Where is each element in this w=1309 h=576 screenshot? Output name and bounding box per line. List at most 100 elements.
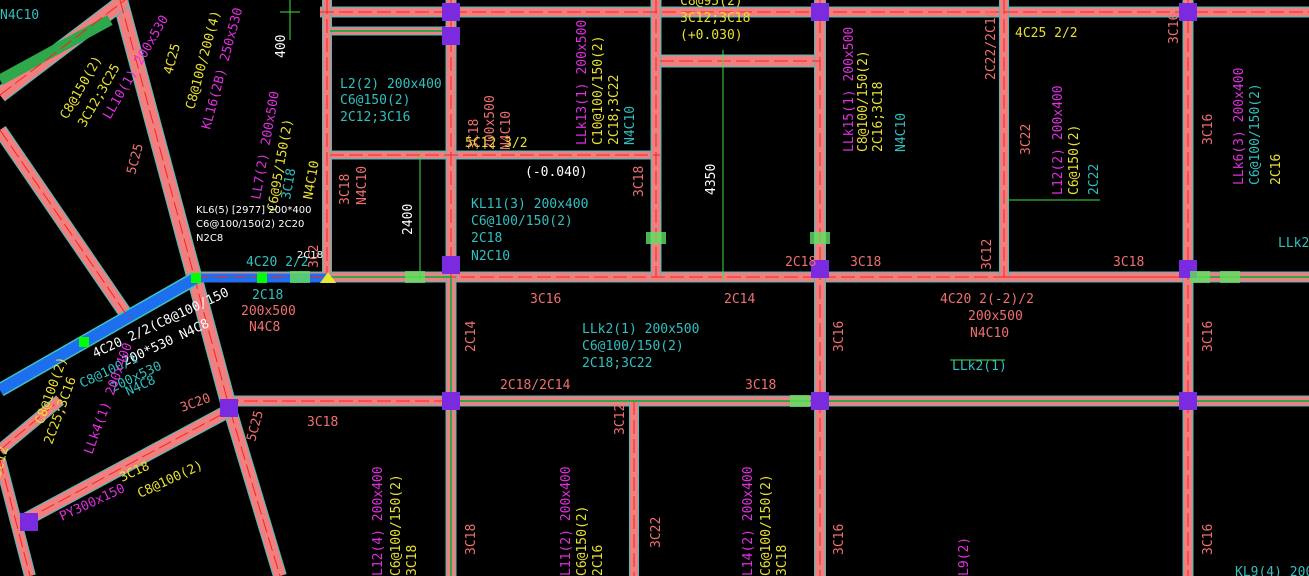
beam-diag5-axis <box>0 459 31 576</box>
label-t58: 4C20 2/2 <box>246 255 309 270</box>
wall-hatch-4 <box>290 271 310 283</box>
label-t59: 3C2 <box>307 245 322 268</box>
info-line-torsion: N2C8 <box>196 233 224 244</box>
beam-green-diag <box>0 15 113 85</box>
label-t33: C6@100/150(2) <box>1248 83 1263 185</box>
label-t6: L2(2) 200x400 <box>340 77 442 92</box>
dimension-layer <box>280 0 1100 361</box>
label-t69: LLk2(1) 200x500 <box>582 322 699 337</box>
label-t44: 3C18 <box>338 174 353 205</box>
label-t86: 5C25 <box>244 409 267 443</box>
label-t67: N4C10 <box>970 326 1009 341</box>
column-10 <box>220 399 238 417</box>
beam-diag3-axis <box>0 129 131 321</box>
wall-hatch-3 <box>405 271 425 283</box>
label-t54: 2C18 <box>785 255 816 270</box>
label-t43: N4C10 <box>301 160 323 201</box>
column-0 <box>442 3 460 21</box>
column-4 <box>1179 3 1197 21</box>
label-t87: 3C18 <box>307 415 338 430</box>
label-t23: N4C10 <box>894 113 909 152</box>
label-t22: 2C16;3C18 <box>871 82 886 152</box>
label-t42: 3C18 <box>279 167 299 200</box>
label-t8: 2C12;3C16 <box>340 110 410 125</box>
label-t35: LLk2 <box>1278 236 1309 251</box>
label-t5: 400 <box>274 35 289 58</box>
label-t73: LLk2(1) <box>952 359 1007 374</box>
wall-hatch-6 <box>1220 271 1240 283</box>
label-t53: 4350 <box>704 164 719 195</box>
label-t103: C6@100/150(2) <box>759 474 774 576</box>
label-t90: 3C22 <box>649 517 664 548</box>
label-t4: 4C25 <box>161 42 184 76</box>
label-t71: 2C18;3C22 <box>582 356 652 371</box>
beam-diag1-axis <box>119 0 231 411</box>
label-t25: 4C25 2/2 <box>1015 26 1078 41</box>
label-t97: C6@100/150(2) <box>389 474 404 576</box>
label-t56: 3C12 <box>980 239 995 270</box>
label-t30: 2C22 <box>1087 164 1102 195</box>
label-t7: C6@150(2) <box>340 93 410 108</box>
column-1 <box>442 27 460 45</box>
grip-point-0 <box>191 273 201 283</box>
label-t99: L11(2) 200x400 <box>559 466 574 576</box>
beam-diag2-axis <box>0 0 126 96</box>
label-t45: N4C10 <box>355 166 370 205</box>
column-9 <box>1179 392 1197 410</box>
label-t102: L14(2) 200x400 <box>741 466 756 576</box>
info-line-stirrup: C6@100/150(2) 2C20 <box>196 219 305 230</box>
grip-point-1 <box>257 273 267 283</box>
label-t28: L12(2) 200x400 <box>1051 85 1066 195</box>
label-t72: 3C16 <box>832 321 847 352</box>
grip-triangle <box>320 272 336 283</box>
label-t12: 5C12 3/2 <box>465 136 528 151</box>
label-t75: 2C18/2C14 <box>500 378 571 393</box>
label-t82: LLk4(1) 200x400 <box>82 341 136 456</box>
label-t26: 3C16 <box>1167 13 1182 44</box>
label-t104: 3C18 <box>775 545 790 576</box>
label-t17: C8@95(2) <box>680 0 743 9</box>
label-t96: L12(4) 200x400 <box>371 466 386 576</box>
label-t55: 3C18 <box>850 255 881 270</box>
column-11 <box>20 513 38 531</box>
label-t34: 2C16 <box>1269 154 1284 185</box>
label-t63: 3C16 <box>530 292 561 307</box>
label-t21: C8@100/150(2) <box>856 50 871 152</box>
label-t52: 3C18 <box>632 166 647 197</box>
beam-diag6-axis <box>24 409 231 521</box>
label-t39: 5C25 <box>124 142 147 176</box>
wall-hatch-0 <box>646 232 666 244</box>
label-t31: 3C16 <box>1201 114 1216 145</box>
label-t19: (+0.030) <box>680 28 743 43</box>
label-t98: 3C18 <box>405 545 420 576</box>
label-t46: 2400 <box>401 204 416 235</box>
label-t89: 3C18 <box>464 524 479 555</box>
label-t9: 3C18 <box>467 119 482 150</box>
beam-diag7-axis <box>0 399 61 451</box>
label-t106: KL9(4) 200x <box>1235 565 1309 576</box>
label-t76: 3C18 <box>745 378 776 393</box>
label-t70: C6@100/150(2) <box>582 339 684 354</box>
label-t66: 200x500 <box>968 309 1023 324</box>
label-t29: C6@150(2) <box>1067 125 1082 195</box>
label-t16: N4C10 <box>623 106 638 145</box>
label-t32: LLk6(3) 200x400 <box>1232 68 1247 185</box>
column-layer <box>20 3 1240 531</box>
label-t15: 2C18;3C22 <box>607 75 622 145</box>
label-t47: (-0.040) <box>525 165 588 180</box>
label-t64: 2C14 <box>724 292 755 307</box>
label-t61: 200x500 <box>241 304 296 319</box>
label-t1: N4C10 <box>0 8 39 23</box>
label-t27: 3C22 <box>1019 124 1034 155</box>
label-t91: 3C16 <box>832 524 847 555</box>
column-7 <box>442 392 460 410</box>
label-t57: 3C18 <box>1113 255 1144 270</box>
label-t24: 2C22/2C18 <box>984 10 999 80</box>
column-5 <box>811 260 829 278</box>
wall-hatch-1 <box>810 232 830 244</box>
wall-hatch-2 <box>1190 271 1210 283</box>
column-2 <box>442 256 460 274</box>
label-t88: 3C12 <box>613 404 628 435</box>
